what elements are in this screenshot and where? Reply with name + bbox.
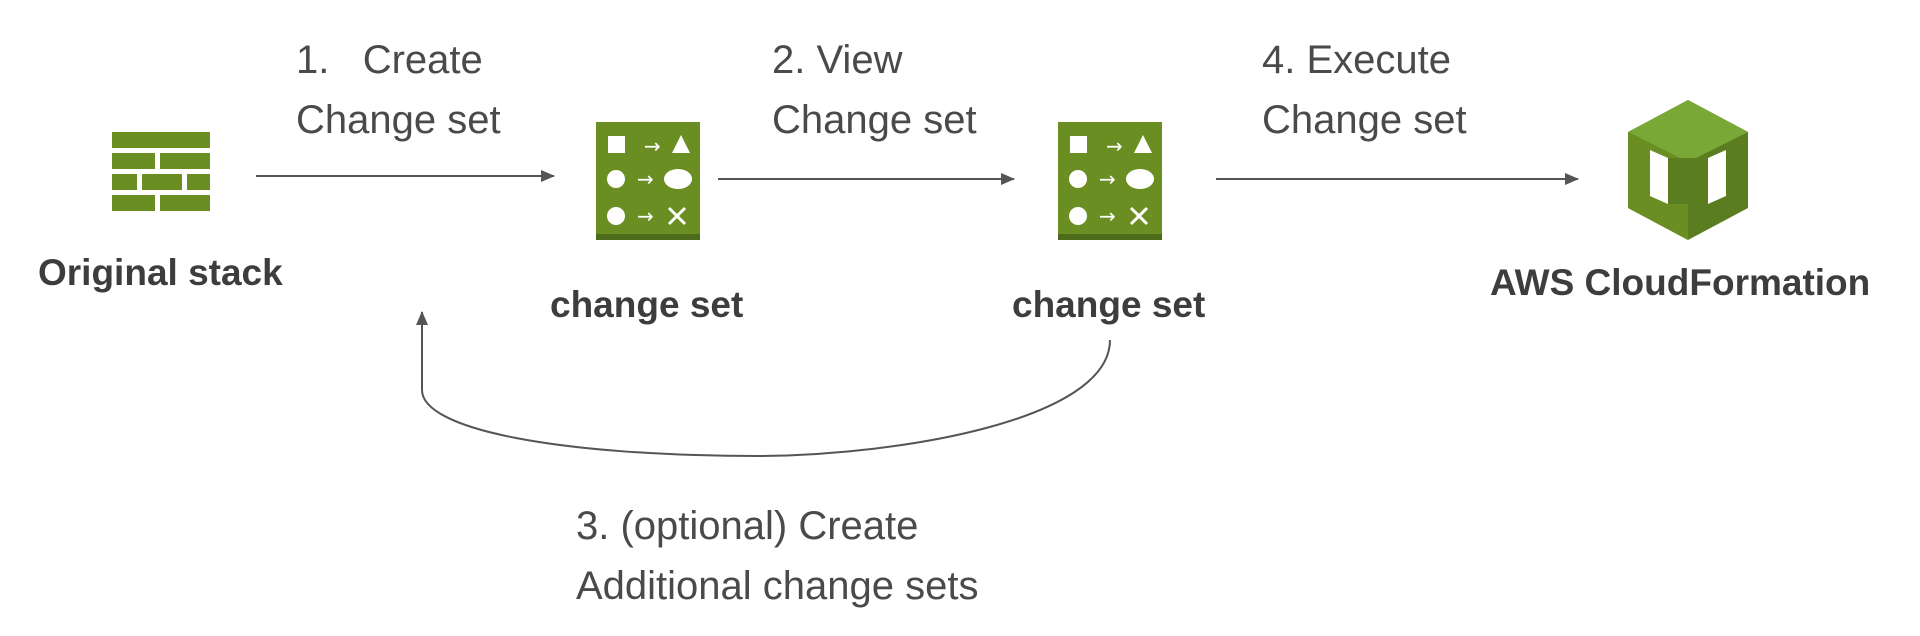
step-3-label: 3. (optional) Create Additional change s…	[576, 496, 979, 616]
stack-bricks-icon	[112, 132, 210, 211]
original-stack-label: Original stack	[38, 252, 283, 293]
svg-text:→: →	[637, 204, 654, 228]
svg-text:→: →	[1099, 204, 1116, 228]
cloudformation-label: AWS CloudFormation	[1490, 262, 1871, 303]
svg-text:→: →	[637, 167, 654, 191]
change-set-label-2: change set	[1012, 284, 1206, 325]
step-4-label: 4. Execute Change set	[1262, 30, 1467, 150]
change-set-icon: → → →	[1058, 122, 1162, 240]
step-2-label: 2. View Change set	[772, 30, 977, 150]
svg-text:→: →	[1106, 134, 1123, 158]
step-2-line-2: Change set	[772, 98, 977, 142]
step-4-line-2: Change set	[1262, 98, 1467, 142]
step-1-line-1: 1. Create	[296, 38, 483, 82]
step-3-line-2: Additional change sets	[576, 564, 979, 608]
cloudformation-icon	[1628, 100, 1748, 240]
step-1-line-2: Change set	[296, 98, 501, 142]
svg-text:→: →	[1099, 167, 1116, 191]
step-2-line-1: 2. View	[772, 38, 903, 82]
arrow-additional-change-sets	[416, 311, 1111, 458]
change-set-label-1: change set	[550, 284, 744, 325]
change-set-icon: → → →	[596, 122, 700, 240]
step-3-line-1: 3. (optional) Create	[576, 504, 919, 548]
step-1-label: 1. Create Change set	[296, 30, 501, 150]
svg-text:→: →	[644, 134, 661, 158]
step-4-line-1: 4. Execute	[1262, 38, 1452, 82]
